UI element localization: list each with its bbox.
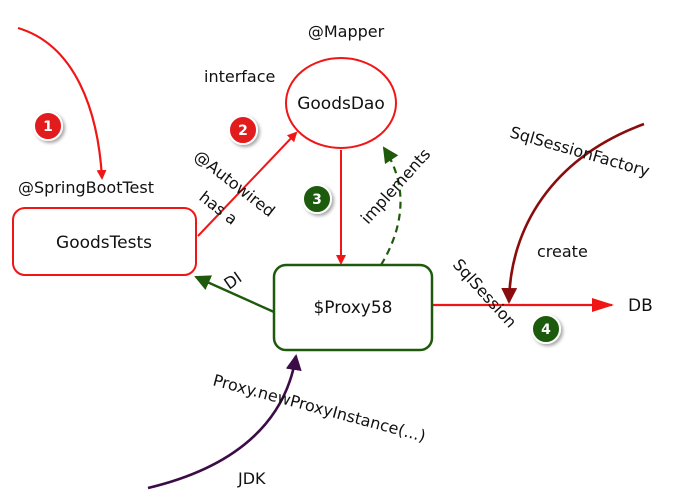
arrow-factory-create-sqlsession bbox=[501, 122, 645, 304]
arrow-proxy-di-goodstests bbox=[194, 275, 275, 314]
goodsdao-label: GoodsDao bbox=[297, 94, 385, 114]
step-badge-3-label: 3 bbox=[312, 192, 322, 208]
step-badge-1: 1 bbox=[33, 111, 63, 141]
implements-annotation: implements bbox=[357, 145, 434, 228]
arrow-proxy-implements-goodsdao bbox=[380, 146, 402, 266]
mapper-annotation: @Mapper bbox=[308, 22, 385, 41]
arrow-goodstests-to-goodsdao bbox=[197, 131, 298, 237]
proxy-new-instance-annotation: Proxy.newProxyInstance(...) bbox=[211, 371, 428, 446]
step-badge-4-label: 4 bbox=[541, 322, 551, 338]
arrow-jdk-to-proxy bbox=[147, 354, 302, 490]
proxy-label: $Proxy58 bbox=[313, 298, 392, 318]
step-badge-4: 4 bbox=[531, 314, 561, 344]
step-badge-2: 2 bbox=[228, 115, 258, 145]
sqlsessionfactory-label: SqlSessionFactory bbox=[508, 123, 652, 181]
step-badge-2-label: 2 bbox=[238, 123, 248, 139]
goodsdao-node bbox=[285, 57, 397, 149]
proxy-node bbox=[272, 263, 434, 352]
db-label: DB bbox=[628, 296, 653, 316]
jdk-annotation: JDK bbox=[237, 469, 266, 488]
springboottest-annotation: @SpringBootTest bbox=[18, 178, 154, 197]
create-annotation: create bbox=[537, 242, 588, 261]
step-badge-1-label: 1 bbox=[43, 119, 53, 135]
goodstests-label: GoodsTests bbox=[56, 233, 152, 253]
interface-annotation: interface bbox=[204, 67, 275, 86]
step-badge-3: 3 bbox=[302, 184, 332, 214]
goodstests-node bbox=[12, 207, 197, 276]
arrow-start-to-springboottest bbox=[17, 26, 107, 180]
